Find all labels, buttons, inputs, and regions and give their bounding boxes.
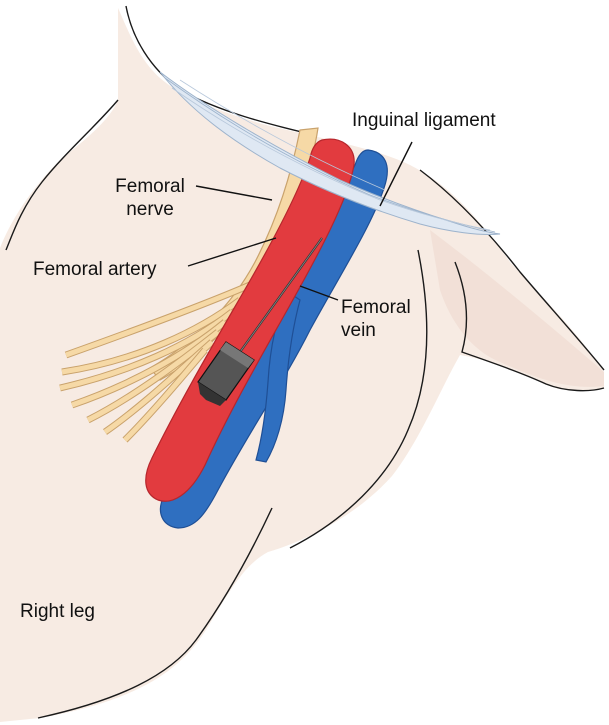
label-femoral-vein-line2: vein [341, 320, 376, 341]
skin-body-region [0, 8, 604, 722]
label-femoral-artery: Femoral artery [33, 259, 157, 280]
femoral-artery [145, 138, 355, 502]
label-femoral-nerve-line1: Femoral [115, 176, 185, 197]
label-femoral-vein-line1: Femoral [341, 297, 411, 318]
leg-outline [37, 507, 273, 719]
abdomen-outline [5, 99, 119, 251]
hip-outline [419, 169, 605, 371]
buttock-outline [454, 261, 605, 392]
needle [239, 237, 323, 353]
thigh-outline [289, 249, 428, 549]
leader-line-femoral-artery [187, 237, 277, 267]
femoral-nerve [59, 127, 319, 443]
inguinal-ligament [159, 71, 501, 235]
leader-line-femoral-nerve [195, 185, 273, 201]
needle-hub [197, 341, 255, 406]
label-inguinal-ligament: Inguinal ligament [352, 110, 496, 131]
label-femoral-vein: Femoral vein [341, 296, 411, 342]
leader-line-inguinal-ligament [379, 141, 413, 207]
label-right-leg: Right leg [20, 601, 95, 622]
leader-line-femoral-vein [299, 285, 339, 301]
label-femoral-nerve-line2: nerve [126, 199, 174, 220]
label-femoral-nerve: Femoral nerve [100, 175, 200, 221]
hip-shading [430, 230, 604, 387]
